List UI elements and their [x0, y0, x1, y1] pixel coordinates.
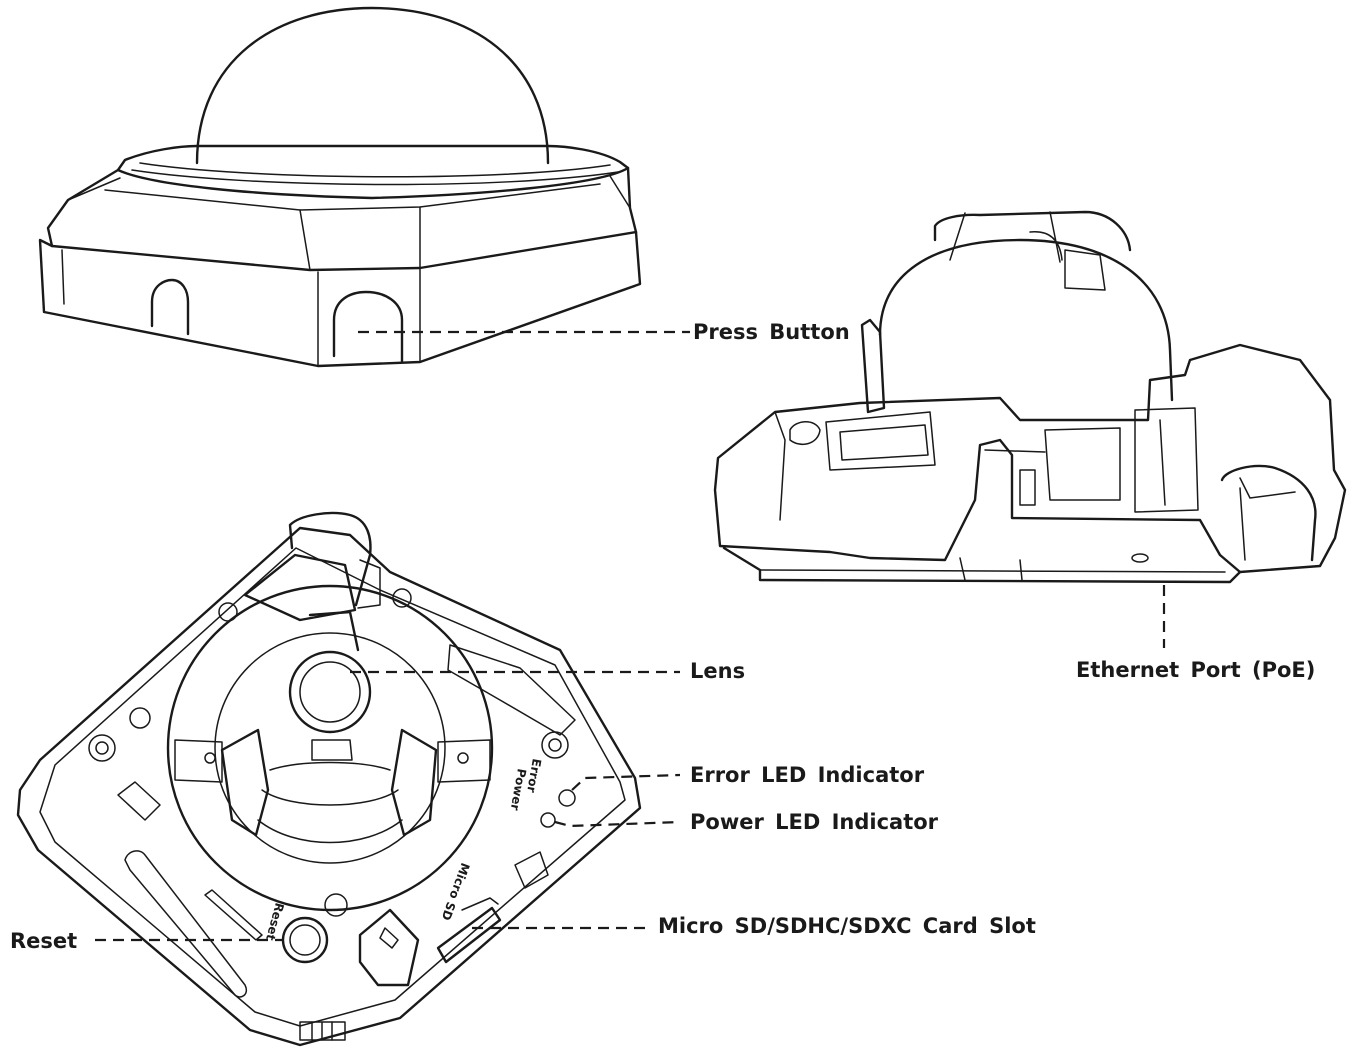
label-sd-slot: Micro SD/SDHC/SDXC Card Slot — [658, 914, 1036, 938]
label-press-button: Press Button — [693, 320, 850, 344]
lens — [288, 650, 372, 734]
press-button-right[interactable] — [332, 290, 404, 364]
board-label-power: Power — [508, 767, 529, 811]
board-label-error: Error — [524, 757, 544, 793]
base-top-face — [46, 166, 638, 272]
leader-power-led — [554, 820, 681, 828]
leader-error-led — [571, 773, 681, 791]
press-button-left — [150, 278, 190, 336]
label-ethernet-port: Ethernet Port (PoE) — [1076, 658, 1315, 682]
dome-camera-bottom-view: Error Power Micro SD Reset — [16, 511, 642, 1047]
lens-mount-ring — [166, 584, 494, 912]
side-base-plate — [722, 546, 1242, 584]
label-lens: Lens — [690, 659, 745, 683]
side-body-outline — [713, 343, 1347, 574]
sd-card-slot[interactable] — [436, 906, 502, 964]
dome-camera-assembled — [38, 6, 642, 368]
power-led — [540, 812, 556, 828]
label-power-led: Power LED Indicator — [690, 810, 939, 834]
bottom-base-outline — [16, 526, 642, 1047]
label-error-led: Error LED Indicator — [690, 763, 925, 787]
leader-lines — [95, 330, 1166, 942]
label-reset: Reset — [10, 929, 77, 953]
ball-module — [878, 238, 1174, 402]
dome-bubble — [195, 6, 550, 165]
callout-labels: Press Button Ethernet Port (PoE) Lens Er… — [10, 320, 1315, 953]
error-led — [558, 789, 576, 807]
top-rim — [116, 144, 630, 200]
board-label-micro-sd: Micro SD — [439, 861, 473, 922]
dome-camera-side-open — [713, 210, 1347, 584]
